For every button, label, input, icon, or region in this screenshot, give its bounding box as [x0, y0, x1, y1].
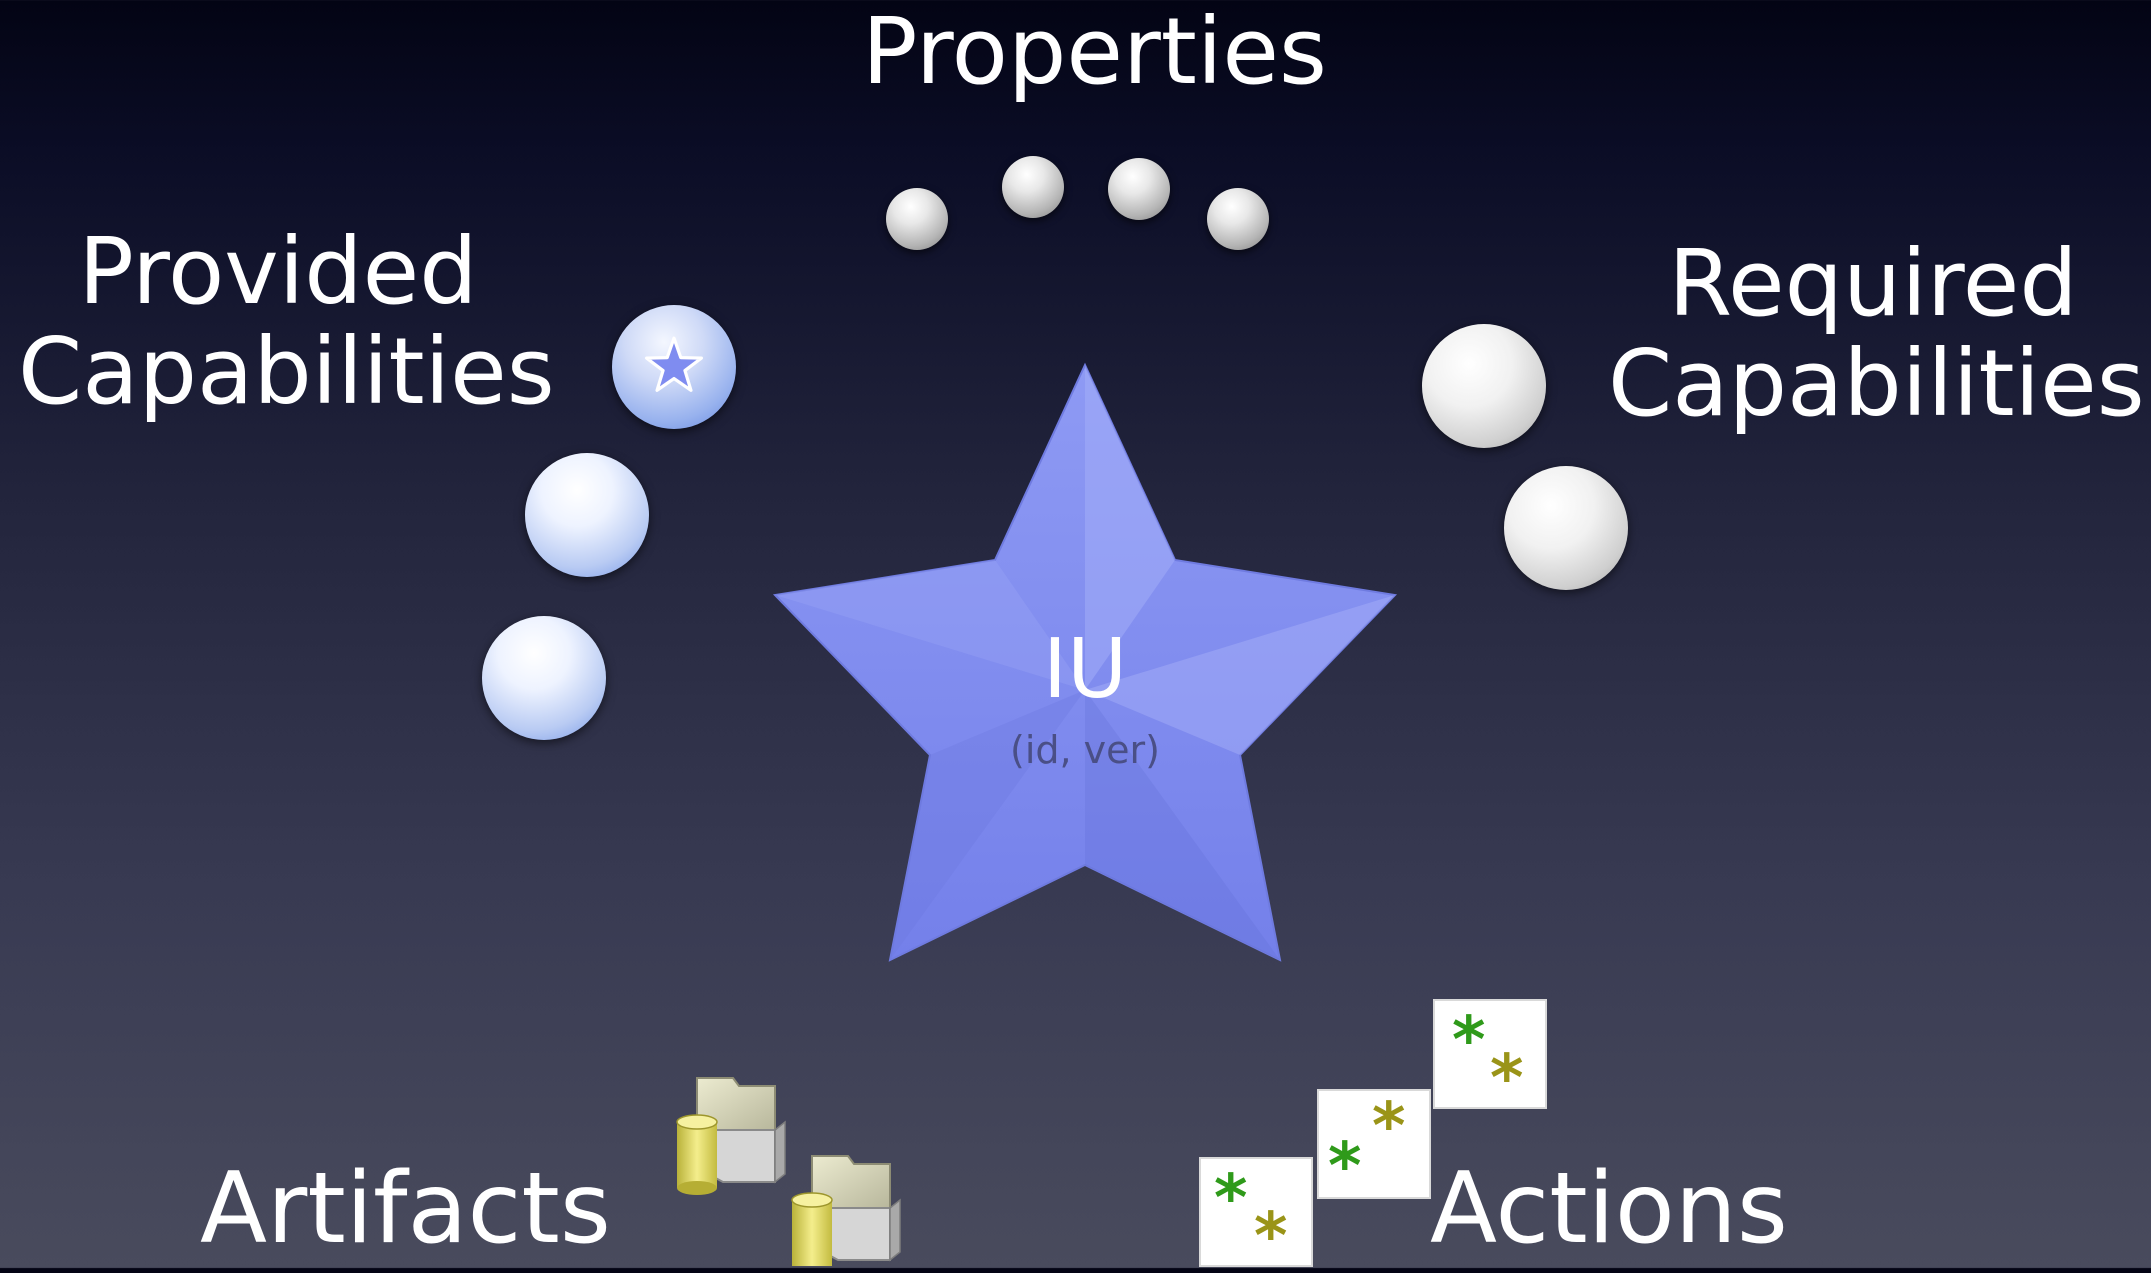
iu-title: IU — [1042, 622, 1128, 717]
provided-capabilities-line2: Capabilities — [18, 318, 555, 425]
artifact-folder-icon — [676, 1077, 786, 1195]
provided-capability-node — [482, 616, 606, 740]
property-node — [1108, 158, 1170, 220]
iu-subtitle: (id, ver) — [1010, 728, 1160, 772]
required-capabilities-line1: Required — [1668, 230, 2078, 337]
svg-text:*: * — [1254, 1200, 1287, 1273]
required-capabilities-line2: Capabilities — [1608, 330, 2145, 437]
svg-text:*: * — [1490, 1042, 1523, 1116]
svg-text:*: * — [1328, 1130, 1361, 1204]
required-capability-node — [1504, 466, 1628, 590]
svg-text:*: * — [1452, 1004, 1485, 1078]
property-node — [886, 188, 948, 250]
properties-label: Properties — [862, 0, 1327, 105]
action-asterisk-icon: * * — [1317, 1089, 1431, 1204]
provided-capability-node — [612, 305, 736, 429]
required-capability-node — [1422, 324, 1546, 448]
property-node — [1002, 156, 1064, 218]
property-node — [1207, 188, 1269, 250]
star-icon — [645, 336, 703, 392]
actions-label: Actions — [1430, 1152, 1788, 1266]
svg-text:*: * — [1372, 1090, 1405, 1164]
required-capabilities-label: Required Capabilities — [1608, 230, 2145, 437]
provided-capability-node — [525, 453, 649, 577]
provided-capabilities-line1: Provided — [78, 218, 478, 325]
installable-unit-star-icon — [772, 362, 1398, 962]
provided-capabilities-label: Provided Capabilities — [18, 218, 555, 425]
action-asterisk-icon: * * — [1199, 1157, 1313, 1273]
svg-text:*: * — [1214, 1162, 1247, 1236]
action-asterisk-icon: * * — [1433, 999, 1547, 1116]
artifact-folder-icon — [791, 1155, 901, 1266]
artifacts-label: Artifacts — [200, 1152, 611, 1266]
